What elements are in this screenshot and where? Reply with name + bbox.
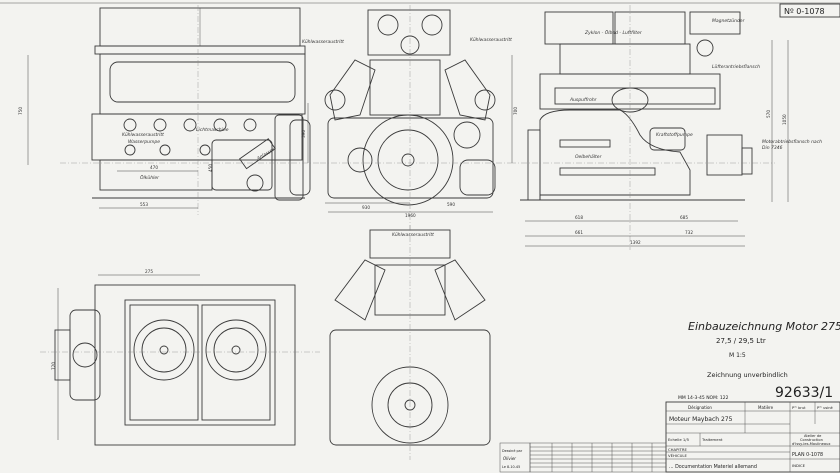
dim-553: 553: [140, 202, 148, 207]
title-main: Einbauzeichnung Motor 275: [688, 320, 840, 333]
documentation-note: ... Documentation Materiel allemand: [669, 464, 757, 470]
material-header: Matière: [758, 405, 774, 410]
dim-685: 685: [680, 215, 688, 220]
label-din: Din 7346: [762, 145, 783, 151]
drawn-by-label: Dessiné par: [502, 449, 523, 453]
title-number: 92633/1: [775, 385, 833, 401]
dim-590: 590: [447, 202, 455, 207]
title-block: Désignation Matière Pᵈˢ brut Pᵈˢ usiné M…: [665, 401, 840, 473]
label-generator: Lichtmaschine: [196, 127, 229, 133]
drawn-by-date: Le 8-10-45: [502, 465, 520, 469]
label-coolant-outlet-bottom: Kühlwasseraustritt: [392, 232, 434, 238]
label-fuel-pump: Kraftstoffpumpe: [656, 132, 693, 138]
dim-930: 930: [362, 205, 370, 210]
dim-275: 275: [145, 269, 153, 274]
treatment-label: Traitement: [701, 437, 723, 442]
title-area: Nº 0-1078 Einbauzeichnung Motor 275 27,5…: [499, 3, 840, 473]
title-note: Zeichnung unverbindlich: [707, 371, 788, 379]
index-label: INDICE: [792, 463, 806, 468]
workshop-line-3: d'Issy-les-Moulineaux: [792, 442, 831, 446]
plan-number: PLAN 0-1078: [792, 452, 823, 458]
designation-header: Désignation: [688, 405, 712, 410]
label-air-filter: Zyklon - Ölbad - Luftfilter: [584, 29, 643, 36]
dim-570: 570: [766, 110, 771, 118]
dim-1050: 1050: [782, 114, 787, 125]
label-output-flange: Motorabtriebsflansch nach: [762, 139, 822, 145]
dim-720: 720: [51, 362, 56, 370]
side-view-right: Zyklon - Ölbad - Luftfilter Magnetzünder…: [510, 5, 822, 250]
dim-661: 661: [575, 230, 583, 235]
timing-gear-cover: [362, 114, 454, 206]
title-volume: 27,5 / 29,5 Ltr: [716, 337, 766, 345]
scale-value: Echelle 1/5: [668, 437, 690, 442]
dim-618: 618: [575, 215, 583, 220]
label-magneto: Magnetzünder: [712, 18, 746, 24]
drawing-number-box: [779, 3, 840, 18]
dim-1392: 1392: [630, 240, 641, 245]
dim-1960: 1960: [405, 213, 416, 218]
title-ref: MM 14-3-45 NOM: 122: [678, 395, 729, 401]
label-oil-cooler: Ölkühler: [140, 174, 160, 181]
chapter-label: CHAPITRE: [668, 447, 687, 452]
top-view: 275 720: [40, 269, 320, 446]
label-coolant-outlet-right: Kühlwasseraustritt: [470, 37, 512, 43]
label-exhaust-pipe: Auspuffrohr: [569, 97, 598, 103]
front-view-top: Kühlwasseraustritt Kühlwasseraustritt 93…: [301, 5, 518, 230]
workshop-line-2: Construction: [800, 438, 823, 442]
dim-700: 700: [513, 107, 518, 115]
vehicle-label: VÉHICULE: [668, 453, 688, 458]
dim-732: 732: [685, 230, 693, 235]
label-coolant-outlet: Kühlwasseraustritt: [122, 132, 164, 138]
drawn-by-name: Olivier: [503, 456, 516, 461]
dim-750: 750: [18, 107, 23, 115]
dim-470: 470: [150, 165, 158, 170]
gross-weight-header: Pᵈˢ brut: [792, 406, 806, 410]
label-coolant-outlet-left: Kühlwasseraustritt: [302, 39, 344, 45]
label-water-pump: Wasserpumpe: [128, 139, 160, 145]
title-scale: M 1:5: [729, 352, 746, 359]
designation-value: Moteur Maybach 275: [669, 416, 733, 423]
machined-weight-header: Pᵈˢ usiné: [817, 406, 834, 410]
dim-390: 390: [301, 130, 306, 138]
drawn-by-box: Dessiné par Olivier Le 8-10-45: [499, 442, 531, 473]
revision-table: [529, 442, 667, 473]
drawing-number: Nº 0-1078: [784, 7, 825, 16]
workshop-line-1: Atelier de: [804, 434, 822, 438]
label-fan-drive-flange: Lüfterantriebsflansch: [712, 64, 760, 70]
dim-450: 450: [208, 164, 213, 172]
label-oil-tank: Oelbehälter: [575, 154, 603, 160]
side-view-left: Kühlwasseraustritt Wasserpumpe Lichtmasc…: [18, 5, 320, 215]
front-view-bottom: Kühlwasseraustritt: [329, 225, 491, 460]
